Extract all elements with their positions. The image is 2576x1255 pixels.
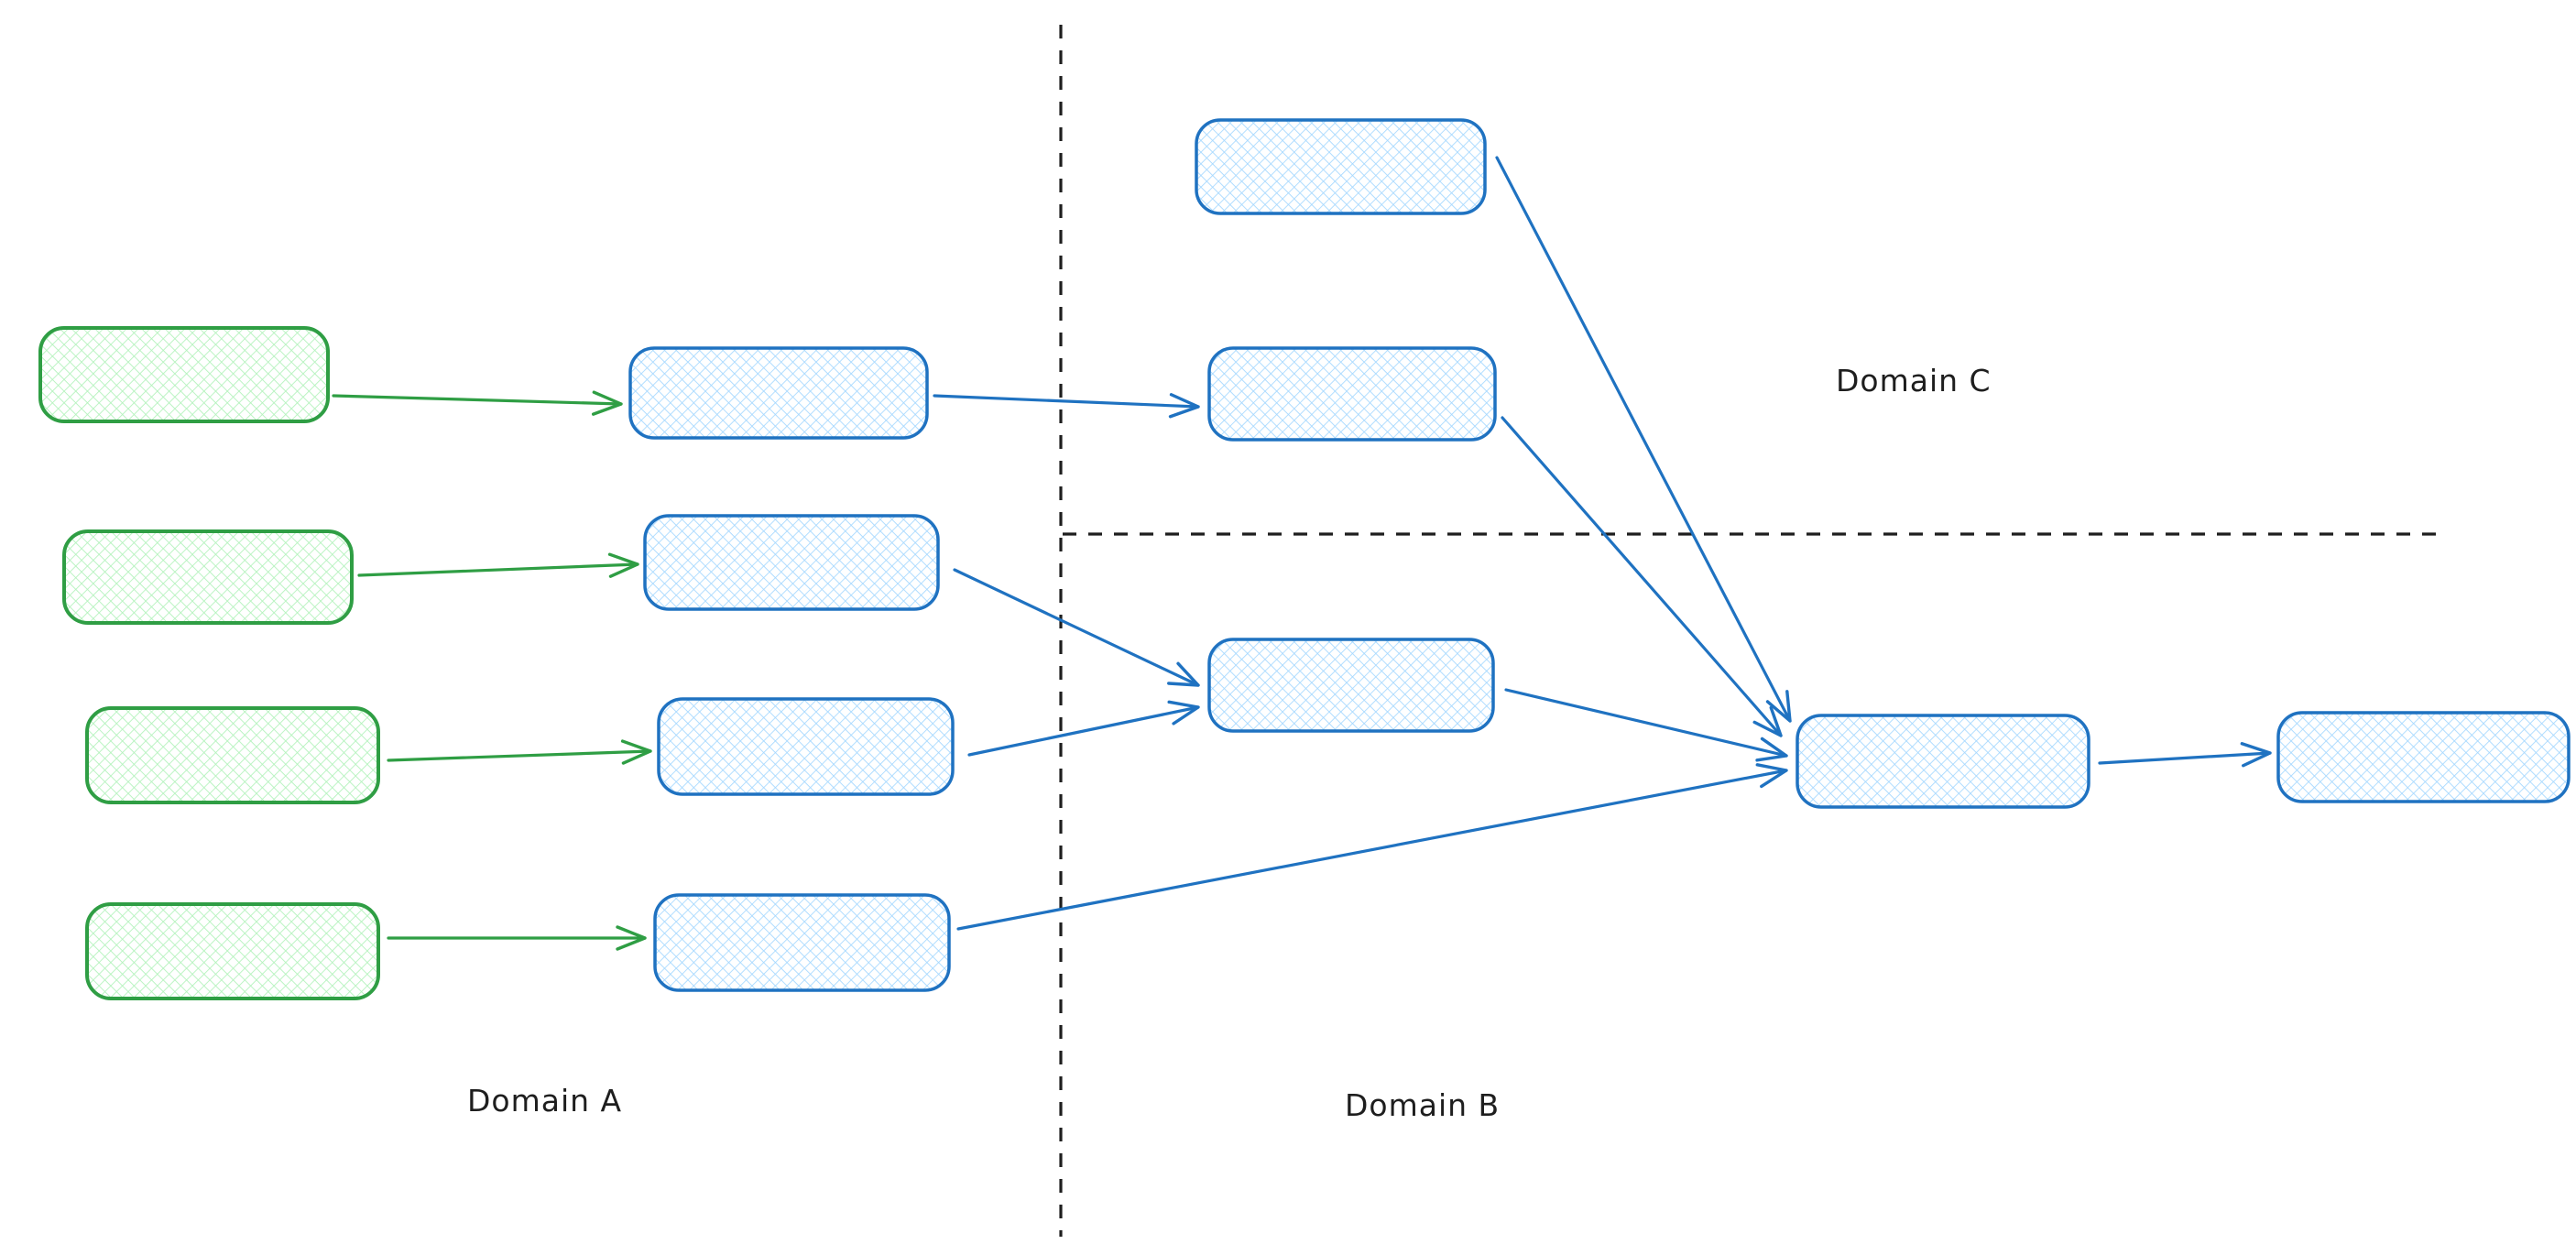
arrow-b-merge-to-b-hub [1504,688,1788,762]
node-c-mid-box [1207,346,1497,442]
arrow-c-mid-to-b-hub [1501,416,1783,737]
connector-arrows [332,156,2272,951]
node-a-right-3 [657,697,955,796]
node-a-right-2 [643,514,940,611]
node-a-left-4 [85,902,380,1000]
region-dividers [1059,25,2446,1237]
domain-c-label: Domain C [1836,363,1992,398]
node-c-top-box [1195,118,1487,215]
node-a-right-1 [628,346,929,440]
arrow-a-left-1-to-a-right-1 [332,390,623,416]
diagram-boxes [38,118,2571,1000]
node-b-hub-box [1796,714,2090,809]
region-labels: Domain A Domain B Domain C [467,363,1992,1123]
arrow-a-right-2-to-b-merge [953,568,1200,687]
node-b-merge-box [1207,638,1495,733]
node-b-out-box [2276,711,2571,803]
arrow-a-right-4-to-b-hub [956,763,1788,931]
arrow-b-hub-to-b-out [2098,742,2272,768]
node-a-left-3 [85,706,380,804]
node-a-right-4 [653,893,951,992]
arrow-a-left-3-to-a-right-3 [387,739,652,765]
node-a-left-1 [38,326,330,423]
domain-a-label: Domain A [467,1083,622,1119]
node-a-left-2 [62,529,354,625]
arrow-a-right-3-to-b-merge [967,700,1200,757]
arrow-a-left-2-to-a-right-2 [357,552,639,578]
arrow-a-right-1-to-c-mid [933,393,1200,419]
domain-b-label: Domain B [1345,1087,1500,1123]
arrow-c-top-to-b-hub [1495,156,1792,723]
